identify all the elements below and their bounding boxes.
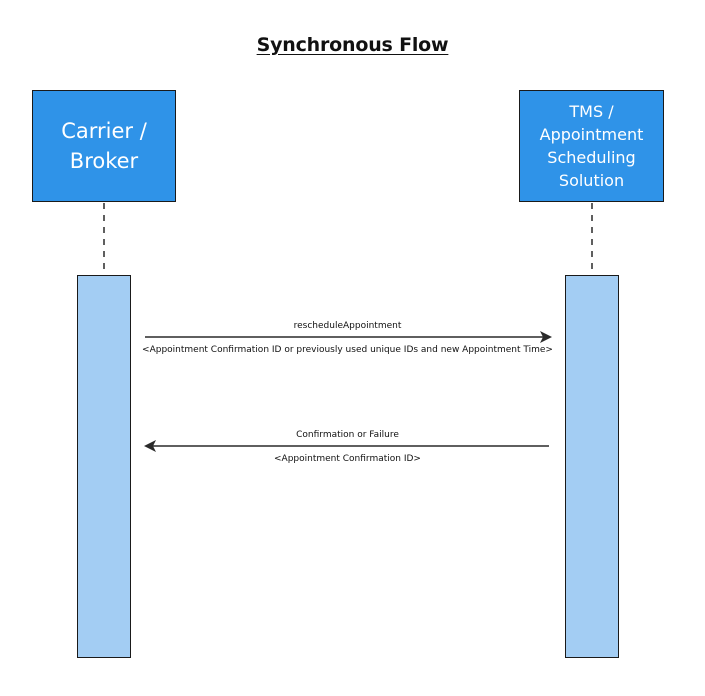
- carrier-broker-label: Carrier / Broker: [61, 119, 147, 173]
- message-detail-reschedule: <Appointment Confirmation ID or previous…: [142, 345, 553, 355]
- diagram-title: Synchronous Flow: [256, 34, 449, 56]
- tms-solution-box: TMS / Appointment Scheduling Solution: [519, 90, 664, 202]
- message-detail-confirmation: <Appointment Confirmation ID>: [274, 454, 421, 464]
- tms-activation-bar: [565, 275, 619, 658]
- carrier-activation-bar: [77, 275, 131, 658]
- tms-solution-label: TMS / Appointment Scheduling Solution: [539, 102, 644, 190]
- message-name-confirmation: Confirmation or Failure: [296, 430, 399, 440]
- message-name-reschedule: rescheduleAppointment: [293, 321, 402, 331]
- carrier-broker-box: Carrier / Broker: [32, 90, 176, 202]
